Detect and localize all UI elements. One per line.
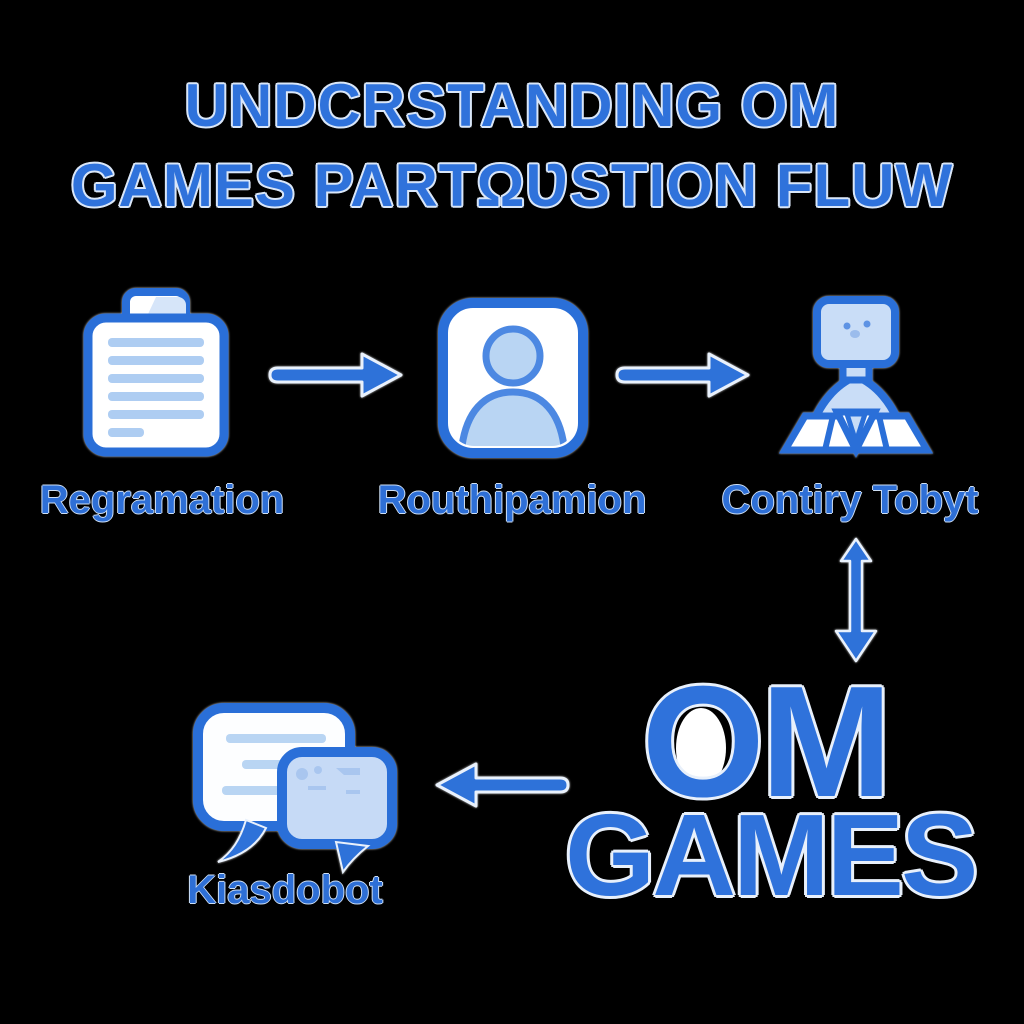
right-arrow-icon <box>268 352 403 398</box>
page-title: UNDCRSTANDING OM GAMES PARTΩƲSTION FLUW <box>0 66 1024 226</box>
step-label-regramation: Regramation <box>39 478 285 522</box>
right-arrow-icon <box>615 352 750 398</box>
left-arrow-icon <box>435 762 570 808</box>
user-profile-icon <box>438 298 588 458</box>
chat-bubbles-icon <box>193 703 397 875</box>
person-at-desk-icon <box>778 296 934 458</box>
chat-label-kiasdobot: Kiasdobot <box>187 868 383 912</box>
title-line-1: UNDCRSTANDING OM <box>184 72 840 139</box>
brand-om: OM <box>641 654 893 830</box>
om-letter-counter <box>676 708 726 788</box>
step-label-contiry-tobyt: Contiry Tobyt <box>721 478 979 522</box>
double-vertical-arrow-icon <box>834 537 878 663</box>
title-line-2: GAMES PARTΩƲSTION FLUW <box>70 152 954 219</box>
step-label-routhipamion: Routhipamion <box>377 478 647 522</box>
clipboard-document-icon <box>83 288 229 457</box>
brand-games: GAMES <box>565 790 978 920</box>
